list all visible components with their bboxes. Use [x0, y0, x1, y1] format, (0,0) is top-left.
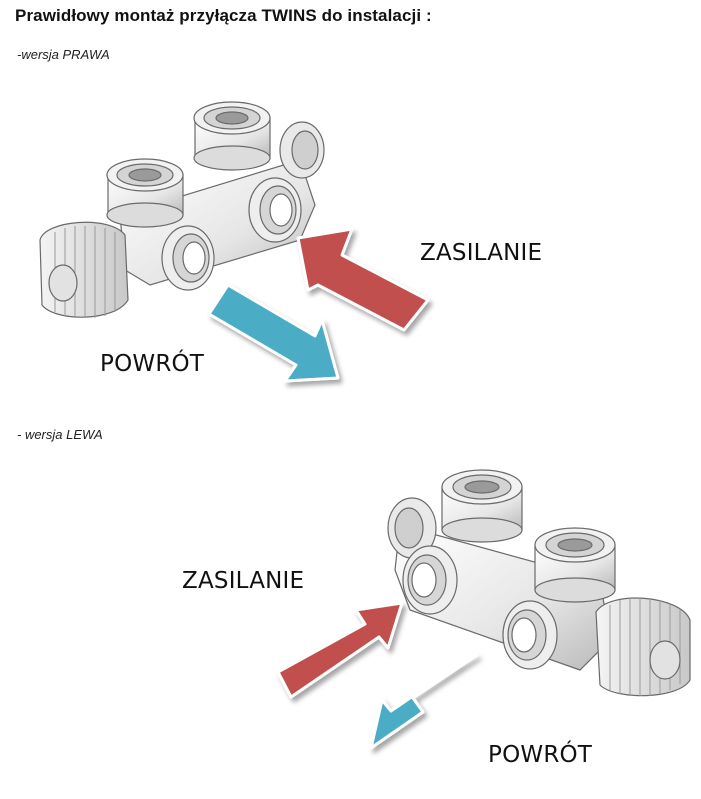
twins-valve-right-version: [39, 101, 325, 318]
subtitle-left-version: - wersja LEWA: [17, 427, 103, 442]
page-title: Prawidłowy montaż przyłącza TWINS do ins…: [15, 6, 432, 25]
return-arrow-left-version: [369, 653, 479, 750]
supply-label-left-version: ZASILANIE: [182, 568, 305, 594]
supply-arrow-left-version: [276, 601, 404, 699]
return-arrow-right-version: [207, 283, 340, 383]
return-label-left-version: POWRÓT: [488, 742, 593, 768]
subtitle-right-version: -wersja PRAWA: [17, 47, 110, 62]
return-label-right-version: POWRÓT: [100, 351, 205, 377]
supply-arrow-right-version: [296, 227, 430, 332]
supply-label-right-version: ZASILANIE: [420, 240, 543, 266]
twins-valve-left-version: [387, 469, 691, 697]
